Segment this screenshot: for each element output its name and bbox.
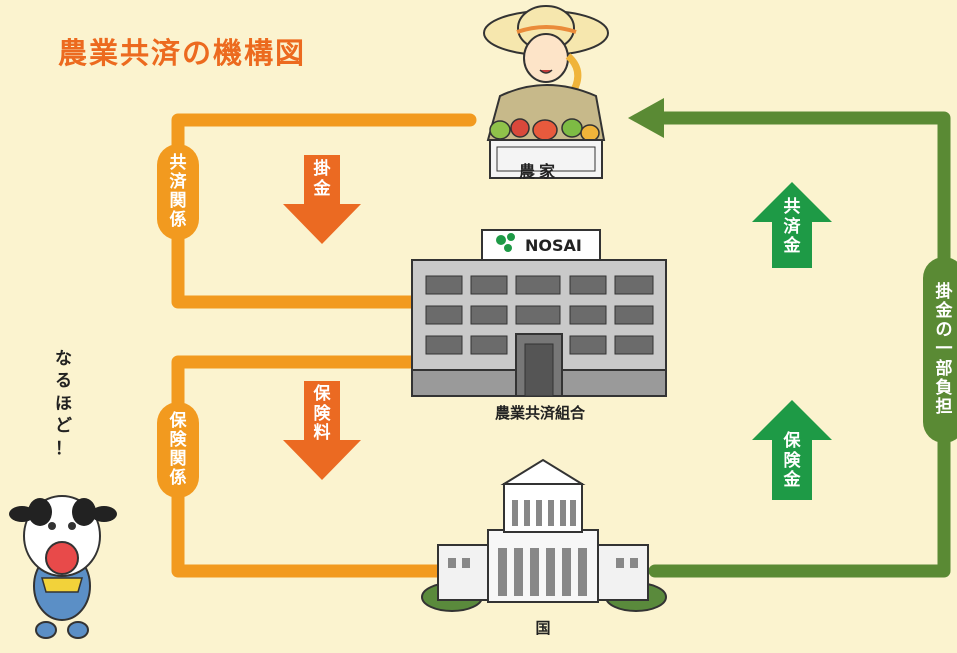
farmer-icon xyxy=(483,5,609,179)
hoken-relation-label: 保険関係 xyxy=(157,402,199,498)
kyosaikin-label: 共済金 xyxy=(783,197,801,257)
subsidy-label: 掛金の一部負担 xyxy=(923,257,957,443)
kyosai-relation-label: 共済関係 xyxy=(157,144,199,240)
government-label: 国 xyxy=(535,619,551,637)
government-building-icon xyxy=(421,458,667,612)
nosai-building-icon xyxy=(411,229,667,397)
diagram-title: 農業共済の機構図 xyxy=(58,36,307,70)
subsidy-arrowhead xyxy=(628,98,664,138)
hokenryo-label: 保険料 xyxy=(313,384,331,444)
hokenryo-arrow xyxy=(283,381,361,480)
mascot-exclamation: なるほど！ xyxy=(55,349,72,459)
farmer-box-label: 農家 xyxy=(519,162,560,181)
association-label: 農業共済組合 xyxy=(494,404,585,422)
nosai-logo-text: NOSAI xyxy=(525,236,582,255)
kakekin-label: 掛金 xyxy=(313,159,331,199)
cow-mascot-icon xyxy=(9,495,117,639)
subsidy-line xyxy=(648,111,951,578)
hokenkin-arrow xyxy=(752,400,832,500)
kakekin-arrow xyxy=(283,155,361,244)
hokenkin-label: 保険金 xyxy=(783,431,801,491)
kyosaikin-arrow xyxy=(752,182,832,268)
